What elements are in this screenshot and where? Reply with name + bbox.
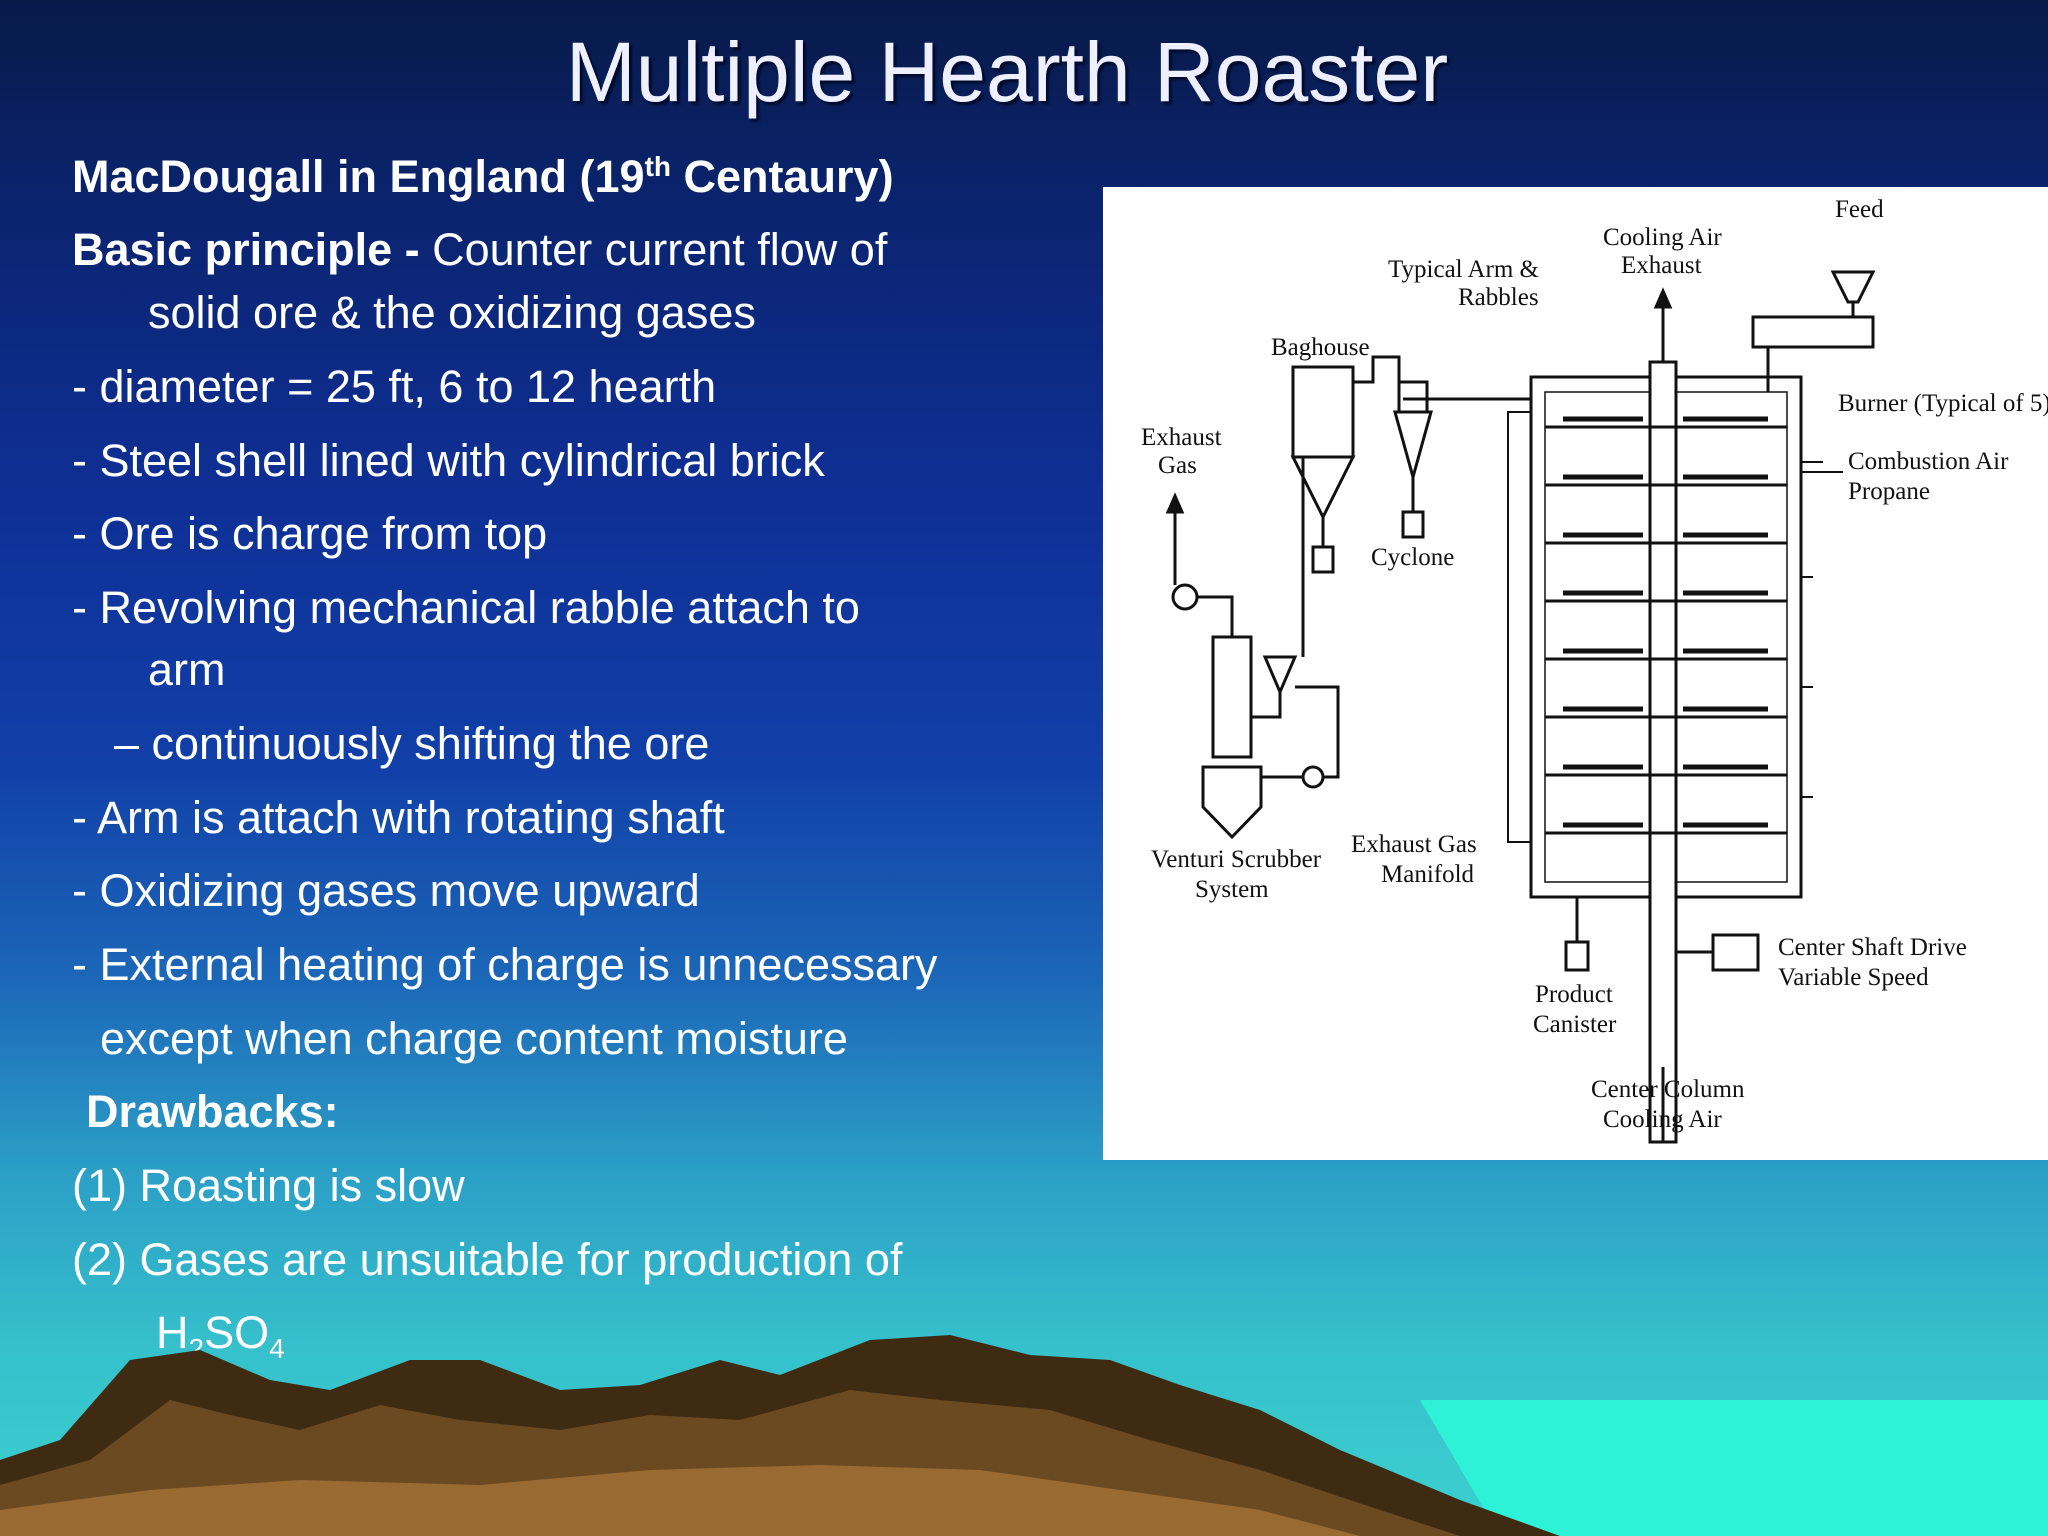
bullet-revolving-rabble: - Revolving mechanical rabble attach to — [72, 582, 860, 633]
sea — [1420, 1400, 2048, 1536]
product-canister — [1564, 940, 1590, 972]
label-propane: Propane — [1848, 478, 1930, 505]
roaster-diagram-svg: Feed Cooling Air Exhaust Typical Arm & R… — [1141, 196, 2048, 1144]
drawback-1: (1) Roasting is slow — [72, 1160, 465, 1211]
label-venturi-2: System — [1195, 876, 1269, 903]
label-burner: Burner (Typical of 5) — [1838, 390, 2048, 417]
label-exhaust-gas-1: Exhaust — [1141, 424, 1222, 451]
bullet-gases-upward: - Oxidizing gases move upward — [72, 865, 700, 916]
label-shaft-drive-2: Variable Speed — [1778, 964, 1929, 991]
cyclone-top — [1397, 380, 1429, 414]
label-product-2: Canister — [1533, 1011, 1617, 1038]
scrubber-tank — [1201, 765, 1263, 840]
drawback-2: (2) Gases are unsuitable for production … — [72, 1234, 903, 1285]
roaster-diagram: Feed Cooling Air Exhaust Typical Arm & R… — [1103, 187, 2048, 1160]
bullet-basic-principle-cont: solid ore & the oxidizing gases — [148, 287, 756, 338]
label-cyclone: Cyclone — [1371, 544, 1454, 571]
mountain-landscape — [0, 1335, 2048, 1536]
bullet-external-heating: - External heating of charge is unnecess… — [72, 939, 938, 990]
shaft-drive — [1711, 933, 1760, 972]
drawbacks-heading: Drawbacks: — [86, 1086, 339, 1137]
label-center-column-1: Center Column — [1591, 1076, 1745, 1103]
bullet-ore-charge: - Ore is charge from top — [72, 508, 548, 559]
cyclone-canister — [1401, 510, 1425, 539]
exhaust-gas-manifold — [1507, 411, 1532, 843]
burner-lines — [1801, 461, 1843, 798]
cyclone-cone — [1393, 410, 1433, 483]
bullet-external-heating-cont: except when charge content moisture — [100, 1013, 848, 1064]
label-product-1: Product — [1535, 981, 1613, 1008]
exhaust-fan — [1171, 583, 1199, 611]
slide-title: Multiple Hearth Roaster — [565, 25, 1449, 119]
rabble-arms — [1563, 416, 1768, 828]
bullet-origin: MacDougall in England (19th Centaury) — [72, 151, 894, 202]
bullet-steel-shell: - Steel shell lined with cylindrical bri… — [72, 435, 825, 486]
label-shaft-drive-1: Center Shaft Drive — [1778, 934, 1967, 961]
hearth-levels — [1545, 425, 1787, 835]
label-cooling-air-exhaust-1: Cooling Air — [1603, 224, 1722, 251]
feed-hopper — [1830, 270, 1876, 304]
bullet-basic-principle: Basic principle - Counter current flow o… — [72, 224, 888, 275]
baghouse — [1291, 365, 1355, 459]
label-venturi-1: Venturi Scrubber — [1151, 846, 1322, 873]
venturi-scrubber — [1211, 635, 1253, 759]
label-manifold-2: Manifold — [1381, 861, 1475, 888]
label-center-column-2: Cooling Air — [1603, 1106, 1722, 1133]
center-shaft — [1648, 360, 1678, 1144]
feed-screw — [1751, 315, 1875, 349]
label-cooling-air-exhaust-2: Exhaust — [1621, 252, 1702, 279]
label-typical-arm-2: Rabbles — [1458, 284, 1539, 311]
bullet-shifting-ore: – continuously shifting the ore — [114, 718, 710, 769]
mountain-foreground — [0, 1465, 1360, 1536]
label-exhaust-gas-2: Gas — [1158, 452, 1197, 479]
bullet-rotating-shaft: - Arm is attach with rotating shaft — [72, 792, 725, 843]
label-feed: Feed — [1835, 196, 1884, 223]
bullet-revolving-rabble-cont: arm — [148, 644, 226, 695]
bullet-diameter: - diameter = 25 ft, 6 to 12 hearth — [72, 361, 717, 412]
label-combustion-air: Combustion Air — [1848, 448, 2009, 475]
label-manifold-1: Exhaust Gas — [1351, 831, 1477, 858]
label-baghouse: Baghouse — [1271, 334, 1370, 361]
label-typical-arm-1: Typical Arm & — [1388, 256, 1539, 283]
